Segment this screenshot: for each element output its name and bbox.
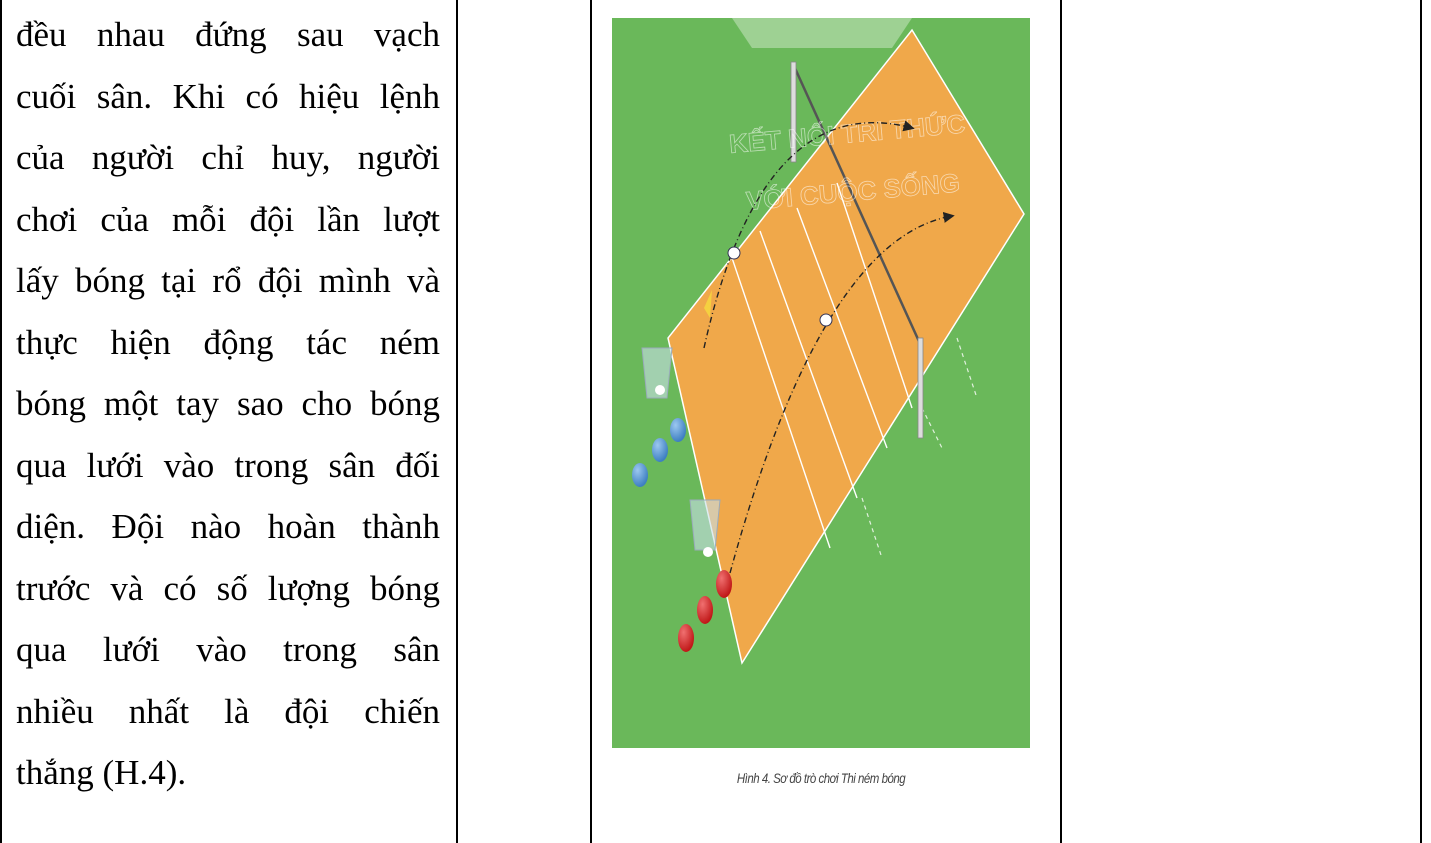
blue-team-balls bbox=[632, 418, 686, 487]
blue-team-basket bbox=[641, 347, 673, 399]
dashed-extensions bbox=[861, 337, 978, 559]
paragraph-line: thực hiện động tác ném bbox=[16, 322, 440, 362]
paragraph-line: cuối sân. Khi có hiệu lệnh bbox=[16, 76, 440, 116]
table-border-right bbox=[1420, 0, 1422, 843]
paragraph-line: qua lưới vào trong sân đối bbox=[16, 445, 440, 485]
game-diagram-figure: KẾT NỐI TRI THỨC VỚI CUỘC SỐNG bbox=[612, 18, 1030, 748]
paragraph-line: chơi của mỗi đội lần lượt bbox=[16, 199, 440, 239]
paragraph-line: đều nhau đứng sau vạch bbox=[16, 15, 440, 54]
marker-cone bbox=[704, 290, 712, 318]
paragraph-line: lấy bóng tại rổ đội mình và bbox=[16, 261, 440, 300]
net bbox=[790, 61, 924, 439]
figure-caption: Hình 4. Sơ đồ trò chơi Thi ném bóng bbox=[736, 770, 906, 786]
paragraph-line: thắng (H.4). bbox=[16, 753, 187, 792]
court-lines bbox=[729, 182, 913, 549]
paragraph-line: bóng một tay sao cho bóng bbox=[16, 384, 440, 423]
red-team-trajectory bbox=[729, 211, 955, 574]
game-diagram: KẾT NỐI TRI THỨC VỚI CUỘC SỐNG bbox=[612, 18, 1030, 748]
paragraph-line: qua lưới vào trong sân bbox=[16, 630, 440, 669]
ball-in-flight bbox=[819, 313, 833, 327]
table-border-col2 bbox=[590, 0, 592, 843]
red-team-basket bbox=[689, 499, 721, 557]
throw-trajectories bbox=[703, 120, 955, 574]
paragraph-line: của người chỉ huy, người bbox=[16, 138, 440, 177]
paragraph-line: nhiều nhất là đội chiến bbox=[16, 691, 440, 731]
paragraph-line: diện. Đội nào hoàn thành bbox=[16, 507, 440, 546]
instruction-paragraph: đều nhau đứng sau vạch cuối sân. Khi có … bbox=[16, 4, 440, 804]
paragraph-line: trước và có số lượng bóng bbox=[16, 568, 440, 608]
court-border bbox=[667, 28, 1025, 665]
watermark-logo bbox=[732, 18, 912, 48]
table-border-col1 bbox=[456, 0, 458, 843]
table-border-left bbox=[0, 0, 2, 843]
court bbox=[668, 30, 1024, 663]
red-team-balls bbox=[678, 570, 732, 652]
blue-team-trajectory bbox=[703, 120, 915, 349]
table-border-col3 bbox=[1060, 0, 1062, 843]
ball-in-flight bbox=[727, 246, 741, 260]
